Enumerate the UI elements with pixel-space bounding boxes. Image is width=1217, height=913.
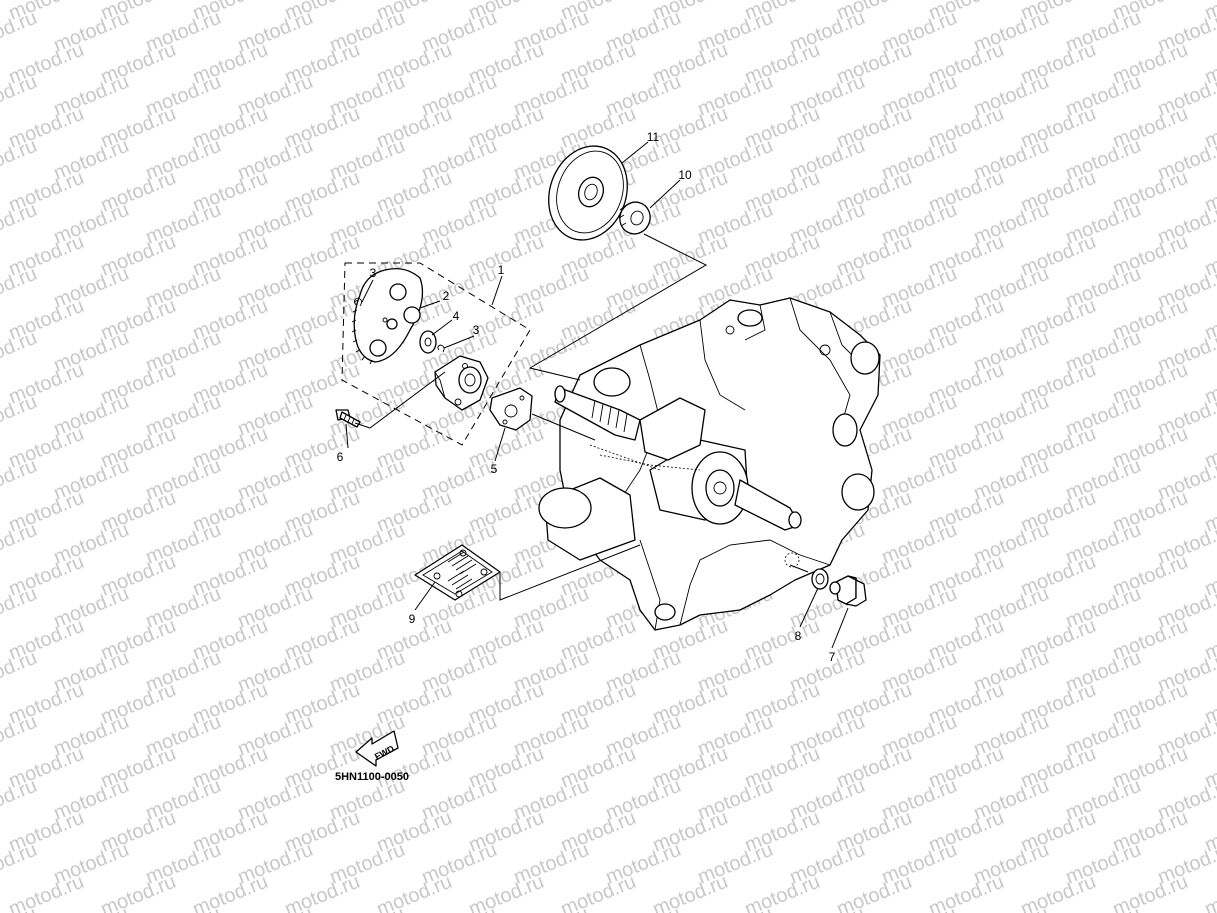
watermark-text: motod.ru	[879, 903, 960, 913]
circlip-upper	[353, 297, 363, 307]
watermark-text: motod.ru	[926, 871, 1007, 913]
watermark-text: motod.ru	[0, 903, 40, 913]
watermark-text: motod.ru	[235, 903, 316, 913]
rotor-nut	[618, 201, 651, 235]
washer	[419, 330, 437, 354]
pump-gear	[351, 267, 424, 365]
drain-washer	[811, 568, 829, 590]
watermark-text: motod.ru	[0, 583, 40, 633]
callout-6: 6	[337, 450, 344, 464]
watermark-text: motod.ru	[0, 519, 40, 569]
watermark-text: motod.ru	[51, 903, 132, 913]
crankcase	[538, 297, 881, 631]
watermark-text: motod.ru	[98, 871, 179, 913]
watermark-text: motod.ru	[650, 871, 731, 913]
watermark-text: motod.ru	[511, 903, 592, 913]
circlip-lower	[437, 344, 445, 353]
watermark-text: motod.ru	[0, 839, 40, 889]
watermark-text: motod.ru	[1110, 871, 1191, 913]
watermark-text: motod.ru	[787, 903, 868, 913]
watermark-text: motod.ru	[327, 903, 408, 913]
watermark-text: motod.ru	[0, 391, 40, 441]
watermark-text: motod.ru	[695, 903, 776, 913]
callout-11: 11	[647, 130, 660, 144]
callout-labels: 1 2 3 3 4 5 6 7 8 9 10 11	[337, 130, 836, 664]
watermark-text: motod.ru	[0, 71, 40, 121]
pump-body	[434, 355, 489, 411]
callout-4: 4	[453, 309, 460, 323]
watermark-text: motod.ru	[0, 711, 40, 761]
watermark-text: motod.ru	[1018, 871, 1099, 913]
watermark-text: motod.ru	[1063, 903, 1144, 913]
watermark-text: motod.ru	[603, 903, 684, 913]
callout-5: 5	[491, 462, 498, 476]
watermark-text: motod.ru	[971, 903, 1052, 913]
watermark-text: motod.ru	[6, 871, 87, 913]
watermark-text: motod.ru	[0, 775, 40, 825]
callout-8: 8	[795, 629, 802, 643]
watermark-text: motod.ru	[0, 135, 40, 185]
watermark-text: motod.ru	[0, 7, 40, 57]
watermark-text: motod.ru	[0, 455, 40, 505]
watermark-text: motod.ru	[419, 903, 500, 913]
assembly-boundary	[341, 262, 531, 446]
watermark-text: motod.ru	[0, 263, 40, 313]
rotor	[548, 145, 628, 241]
watermark-text: motod.ru	[374, 871, 455, 913]
watermark-text: motod.ru	[0, 327, 40, 377]
callout-2: 2	[443, 289, 450, 303]
watermark-text: motod.ru	[558, 871, 639, 913]
watermark-text: motod.ru	[466, 871, 547, 913]
diagram-code: 5HN1100-0050	[335, 771, 409, 783]
watermark-text: motod.ru	[0, 647, 40, 697]
callout-3-upper: 3	[370, 266, 377, 280]
drain-bolt	[829, 575, 867, 607]
callout-10: 10	[678, 168, 692, 182]
callout-7: 7	[829, 650, 836, 664]
watermark-text: motod.ru	[282, 871, 363, 913]
watermark-text: motod.ru	[190, 871, 271, 913]
oil-strainer	[414, 544, 501, 601]
watermark-text: motod.ru	[834, 871, 915, 913]
watermark-text: motod.ru	[143, 903, 224, 913]
pump-gasket	[489, 387, 533, 431]
watermark-text: motod.ru	[742, 871, 823, 913]
callout-9: 9	[409, 612, 416, 626]
callout-1: 1	[498, 263, 505, 277]
callout-3-lower: 3	[473, 323, 480, 337]
watermark-text: motod.ru	[0, 199, 40, 249]
connector-lines	[345, 141, 849, 649]
watermark-text: motod.ru	[1202, 871, 1217, 913]
